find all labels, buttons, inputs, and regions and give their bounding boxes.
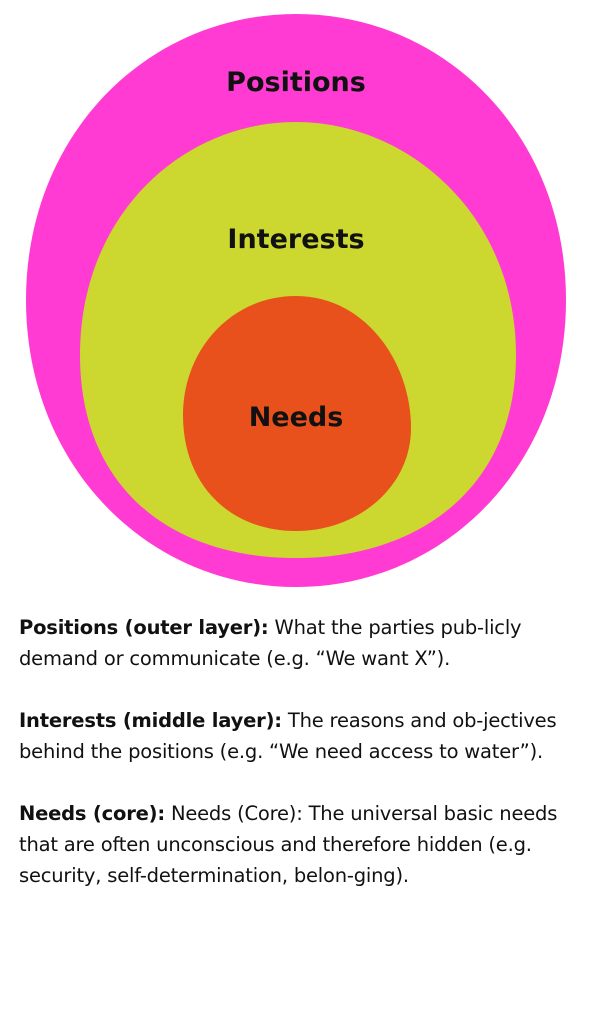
positions-label: Positions [226, 67, 366, 98]
legend-item-positions: Positions (outer layer): What the partie… [19, 612, 575, 674]
layers-diagram: Positions Interests Needs [26, 14, 566, 587]
legend: Positions (outer layer): What the partie… [19, 612, 575, 922]
needs-label: Needs [249, 402, 344, 433]
legend-item-needs: Needs (core): Needs (Core): The universa… [19, 798, 575, 891]
legend-term-needs: Needs (core): [19, 802, 165, 825]
legend-text-interests: The reasons and ob-jectives behind the p… [19, 709, 557, 763]
interests-label: Interests [227, 224, 364, 255]
legend-item-interests: Interests (middle layer): The reasons an… [19, 705, 575, 767]
legend-text-needs: Needs (Core): The universal basic needs … [19, 802, 558, 887]
legend-term-interests: Interests (middle layer): [19, 709, 282, 732]
needs-layer [183, 296, 411, 531]
legend-text-positions: What the parties pub-licly demand or com… [19, 616, 522, 670]
legend-term-positions: Positions (outer layer): [19, 616, 269, 639]
